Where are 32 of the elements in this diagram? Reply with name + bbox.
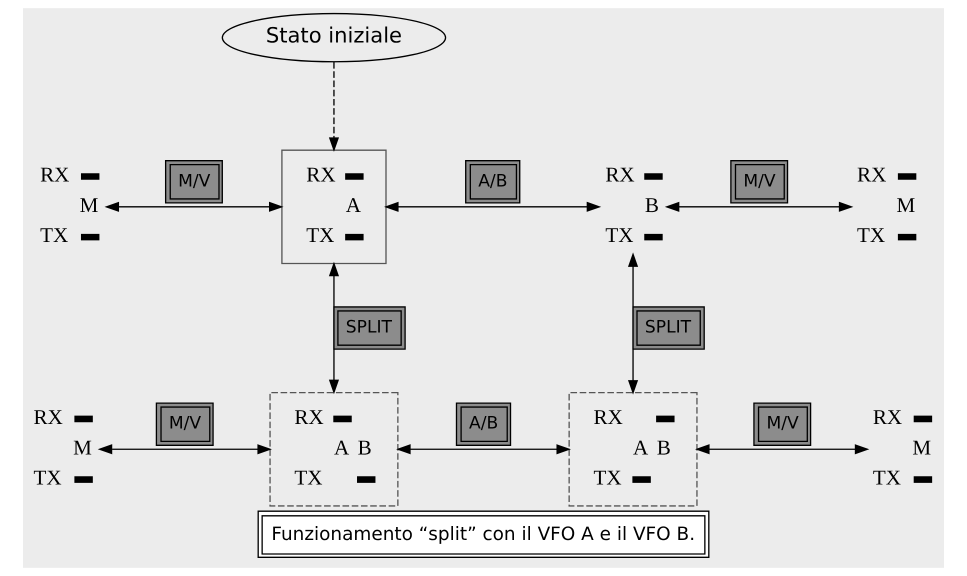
node-label: RX xyxy=(34,404,63,429)
edge-label: M/V xyxy=(168,414,202,434)
node-label: TX xyxy=(40,223,68,248)
arrow xyxy=(104,202,284,212)
node-box: RX A B TX xyxy=(568,392,698,507)
edge-label: SPLIT xyxy=(346,318,392,338)
node-label: TX xyxy=(857,223,886,248)
node-label: RX xyxy=(872,404,902,429)
edge-label: M/V xyxy=(178,171,210,192)
edge-label: A/B xyxy=(469,414,498,434)
arrow xyxy=(328,262,340,394)
node-label: TX xyxy=(872,466,901,490)
arrow xyxy=(628,252,638,395)
edge-label: A/B xyxy=(478,171,508,192)
node-box: RX A TX xyxy=(281,150,387,264)
node-label: RX xyxy=(40,162,70,187)
node-label: RX xyxy=(857,162,886,187)
node-ellipse: Stato iniziale xyxy=(222,12,446,62)
arrow xyxy=(328,62,340,152)
node-label: TX xyxy=(605,223,634,248)
node-label: TX xyxy=(34,466,62,490)
arrow xyxy=(98,444,272,454)
arrow xyxy=(695,444,870,454)
arrow xyxy=(396,444,571,454)
node-box: RX A B TX xyxy=(269,392,399,507)
node-label: RX xyxy=(605,162,635,187)
arrow xyxy=(664,202,854,212)
edge-label: M/V xyxy=(766,414,799,434)
caption: Funzionamento “split” con il VFO A e il VFO B. xyxy=(271,524,696,545)
edge-label: SPLIT xyxy=(644,318,692,338)
edge-label: M/V xyxy=(743,171,776,192)
arrow xyxy=(384,202,602,212)
